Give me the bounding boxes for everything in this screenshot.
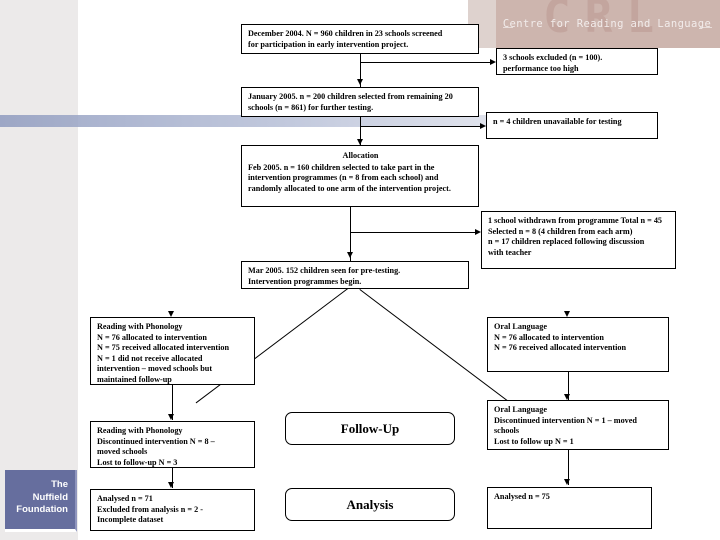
box-rwp-followup-line-2: Discontinued intervention N = 8 – xyxy=(97,436,215,446)
header-rule-left xyxy=(503,27,513,28)
box-unavailable-line-1: n = 4 children unavailable for testing xyxy=(493,117,622,126)
box-ol-analysis-line-1: Analysed n = 75 xyxy=(494,492,550,501)
connector-allocation-down xyxy=(350,207,351,261)
box-rwp-allocated-line-4: N = 1 did not receive allocated xyxy=(97,353,203,363)
connector-rwp-to-analysis xyxy=(171,468,173,488)
box-allocation-header: Allocation xyxy=(342,151,379,160)
connector-rwp-to-followup xyxy=(171,385,173,420)
arrowhead-selection-to-allocation xyxy=(356,139,363,145)
logo-line-3: Foundation xyxy=(16,504,68,515)
box-rwp-followup: Reading with Phonology Discontinued inte… xyxy=(90,421,255,468)
box-schools-excluded: 3 schools excluded (n = 100). performanc… xyxy=(496,48,658,75)
box-ol-followup: Oral Language Discontinued intervention … xyxy=(487,400,669,450)
box-rwp-allocated-line-2: N = 76 allocated to intervention xyxy=(97,332,207,342)
logo-line-2: Nuffield xyxy=(32,491,68,503)
box-withdrawal-line-4: with teacher xyxy=(488,247,532,257)
box-rwp-allocated-line-5: intervention – moved schools but xyxy=(97,364,213,374)
box-rwp-allocated-line-3: N = 75 received allocated intervention xyxy=(97,343,230,353)
box-school-withdrawal: 1 school withdrawn from programme Total … xyxy=(481,211,676,269)
box-screening-line-1: December 2004. N = 960 children in 23 sc… xyxy=(248,29,443,38)
box-rwp-analysis-line-2: Excluded from analysis n = 2 - xyxy=(97,504,203,514)
box-ol-allocated-title: Oral Language xyxy=(494,322,547,331)
box-rwp-analysis-line-1: Analysed n = 71 xyxy=(97,494,153,503)
arrowhead-to-ol-allocated xyxy=(564,311,570,317)
box-ol-analysis: Analysed n = 75 xyxy=(487,487,652,529)
box-allocation-line-3: randomly allocated to one arm of the int… xyxy=(248,183,451,193)
box-ol-allocated-line-2: N = 76 allocated to intervention xyxy=(494,332,604,342)
arrowhead-to-rwp-allocated xyxy=(168,311,174,317)
box-withdrawal-line-2: Selected n = 8 (4 children from each arm… xyxy=(488,226,633,236)
stage-label-follow-up: Follow-Up xyxy=(285,412,455,445)
arrowhead-allocation-to-pretesting xyxy=(346,252,353,258)
arrowhead-rwp-followup xyxy=(168,414,174,420)
box-pretesting: Mar 2005. 152 children seen for pre-test… xyxy=(241,261,469,289)
box-ol-followup-title: Oral Language xyxy=(494,405,547,414)
stage-label-analysis: Analysis xyxy=(285,488,455,521)
box-ol-followup-line-4: Lost to follow up N = 1 xyxy=(494,436,574,446)
box-schools-excluded-line-2: performance too high xyxy=(503,63,579,73)
arrowhead-ol-followup xyxy=(564,394,570,400)
arrowhead-rwp-analysis xyxy=(168,482,174,488)
box-screening: December 2004. N = 960 children in 23 sc… xyxy=(241,24,479,54)
box-ol-allocated-line-3: N = 76 received allocated intervention xyxy=(494,343,627,353)
box-ol-followup-line-2: Discontinued intervention N = 1 – moved xyxy=(494,415,637,425)
arrowhead-ol-analysis xyxy=(564,479,570,485)
box-rwp-followup-line-3: moved schools xyxy=(97,447,148,457)
header-title: Centre for Reading and Language xyxy=(502,18,712,30)
arrowhead-to-unavailable xyxy=(480,122,486,129)
box-selection-line-1: January 2005. n = 200 children selected … xyxy=(248,92,453,101)
box-schools-excluded-line-1: 3 schools excluded (n = 100). xyxy=(503,53,603,62)
nuffield-foundation-logo: The Nuffield Foundation xyxy=(5,470,77,532)
box-allocation-line-2: intervention programmes (n = 8 from each… xyxy=(248,173,439,183)
connector-ol-to-analysis xyxy=(567,450,569,485)
connector-screening-to-excluded xyxy=(360,62,490,63)
box-selection-line-2: schools (n = 861) for further testing. xyxy=(248,102,374,112)
box-withdrawal-line-1: 1 school withdrawn from programme Total … xyxy=(488,216,663,225)
header-band xyxy=(496,0,720,48)
header-rule-right xyxy=(700,27,712,28)
box-unavailable-for-testing: n = 4 children unavailable for testing xyxy=(486,112,658,139)
box-pretesting-line-2: Intervention programmes begin. xyxy=(248,276,362,286)
connector-selection-down xyxy=(360,117,361,151)
box-rwp-allocated-line-6: maintained follow-up xyxy=(97,374,172,384)
box-rwp-followup-title: Reading with Phonology xyxy=(97,426,183,435)
box-screening-line-2: for participation in early intervention … xyxy=(248,39,409,49)
arrowhead-to-withdrawal xyxy=(475,228,481,235)
crl-watermark-text: CRL xyxy=(542,0,669,43)
box-withdrawal-line-3: n = 17 children replaced following discu… xyxy=(488,237,645,247)
box-rwp-allocated-title: Reading with Phonology xyxy=(97,322,183,331)
connector-ol-to-followup xyxy=(567,372,569,400)
arrowhead-to-excluded xyxy=(490,58,496,65)
horizontal-stripe-decoration xyxy=(0,115,550,127)
box-pretesting-line-1: Mar 2005. 152 children seen for pre-test… xyxy=(248,266,401,275)
box-rwp-followup-line-4: Lost to follow-up N = 3 xyxy=(97,457,178,467)
arrowhead-screening-to-selection xyxy=(356,79,363,85)
logo-line-1: The xyxy=(51,479,68,490)
box-rwp-analysis-line-3: Incomplete dataset xyxy=(97,515,164,525)
connector-allocation-to-withdrawal xyxy=(350,232,475,233)
box-rwp-analysis: Analysed n = 71 Excluded from analysis n… xyxy=(90,489,255,531)
left-panel-decoration xyxy=(0,0,78,540)
box-allocation: Allocation Feb 2005. n = 160 children se… xyxy=(241,145,479,207)
box-ol-allocated: Oral Language N = 76 allocated to interv… xyxy=(487,317,669,372)
connector-selection-to-unavailable xyxy=(360,126,480,127)
box-ol-followup-line-3: schools xyxy=(494,426,520,436)
box-selection: January 2005. n = 200 children selected … xyxy=(241,87,479,117)
box-rwp-allocated: Reading with Phonology N = 76 allocated … xyxy=(90,317,255,385)
box-allocation-line-1: Feb 2005. n = 160 children selected to t… xyxy=(248,162,435,172)
